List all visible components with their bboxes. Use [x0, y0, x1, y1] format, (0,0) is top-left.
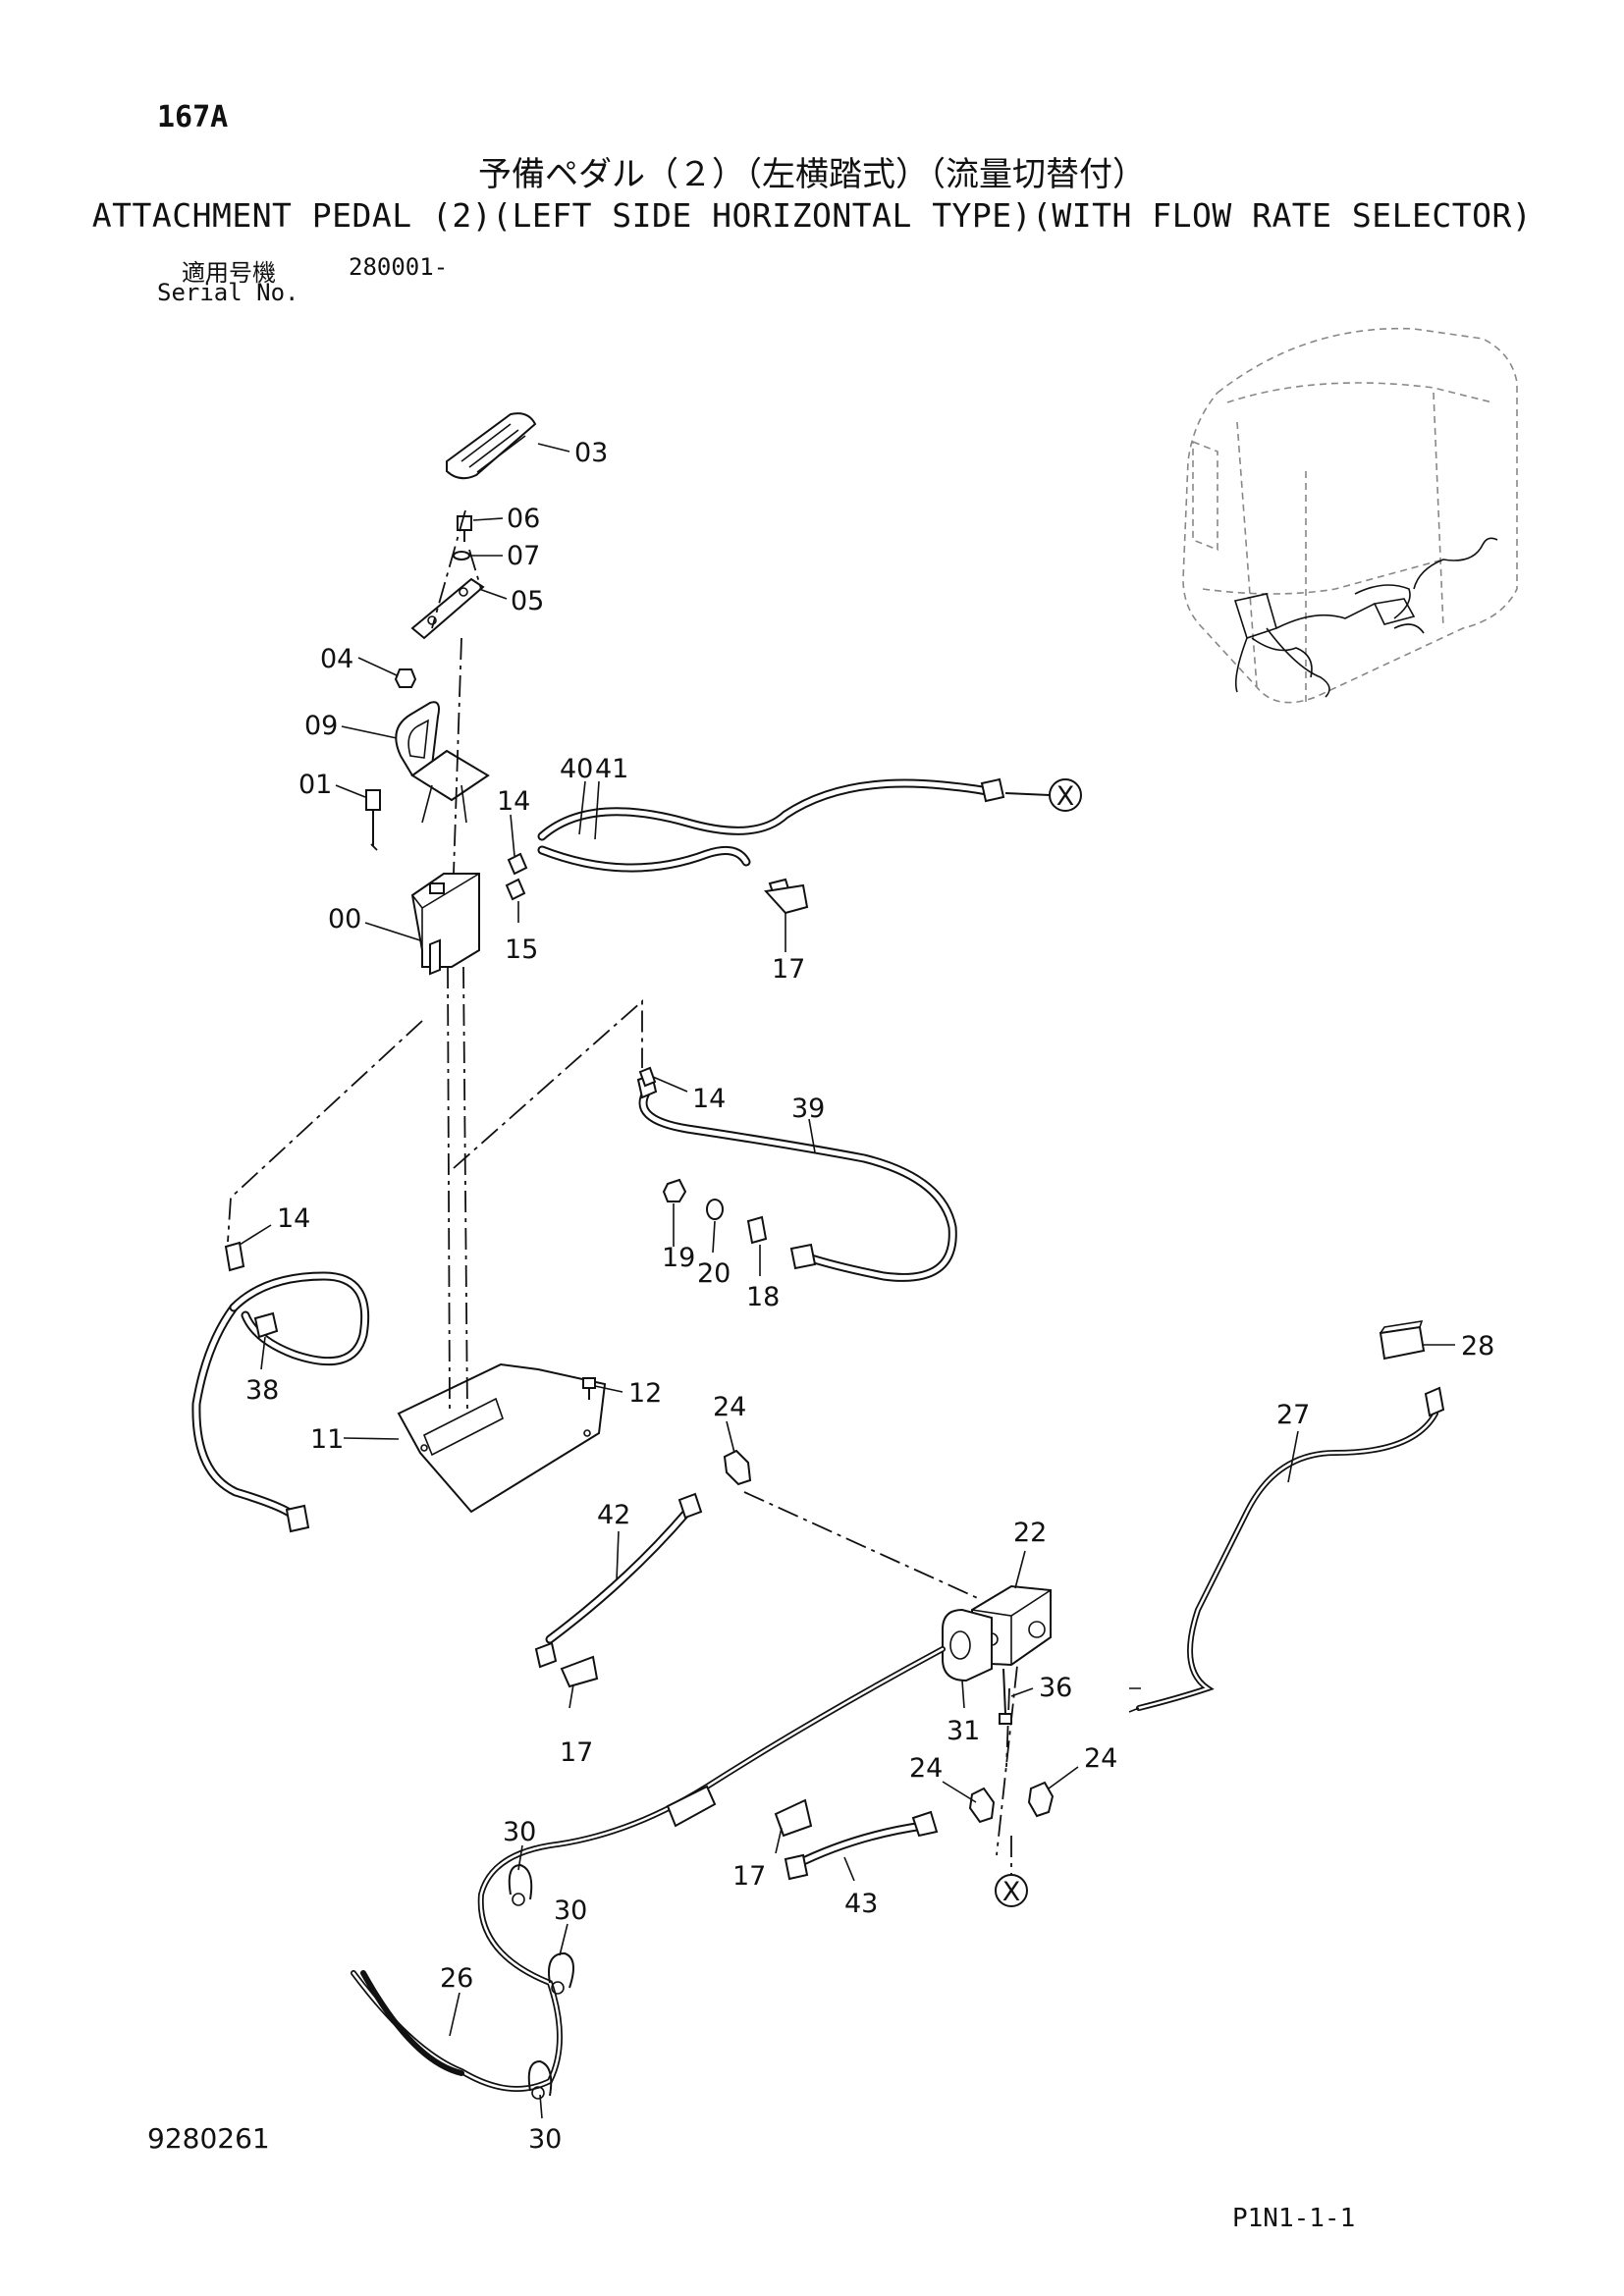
callout-17-left: 17	[560, 1737, 593, 1768]
union-17-top	[764, 883, 809, 915]
callout-39: 39	[791, 1094, 825, 1124]
callout-15: 15	[505, 934, 538, 965]
callout-36: 36	[1039, 1673, 1072, 1703]
callout-05: 05	[511, 586, 544, 616]
svg-text:X: X	[1002, 1877, 1021, 1907]
union-17-left	[560, 1655, 599, 1688]
page-reference: P1N1-1-1	[1232, 2204, 1356, 2233]
assembly-lines	[227, 509, 1022, 1875]
harness-27	[1128, 1386, 1445, 1713]
fitting-18	[746, 1215, 768, 1245]
nut-04	[394, 668, 417, 688]
connection-marker-x-bottom: X	[995, 1874, 1028, 1907]
bolt-12	[582, 1377, 596, 1400]
hose-43	[784, 1810, 939, 1881]
callout-09: 09	[304, 711, 338, 741]
connection-marker-x-top: X	[1004, 778, 1082, 812]
svg-text:X: X	[1056, 781, 1075, 812]
bracket-09	[395, 701, 490, 824]
drawing-number: 9280261	[147, 2122, 270, 2155]
elbow-24-top	[723, 1449, 752, 1486]
callout-30-b: 30	[554, 1896, 587, 1926]
callout-28: 28	[1461, 1331, 1494, 1362]
washer-07	[453, 551, 470, 561]
bolt-01	[365, 789, 381, 846]
serial-label-english: Serial No.	[157, 279, 299, 306]
clamp-30-b	[548, 1951, 574, 1995]
callout-06: 06	[507, 504, 540, 534]
harness-26	[351, 1646, 946, 2092]
callout-41: 41	[595, 754, 628, 784]
callout-24-right: 24	[1084, 1743, 1117, 1774]
callout-31: 31	[947, 1716, 980, 1746]
cabin-location-inset	[1182, 327, 1518, 707]
callout-14-left: 14	[277, 1203, 310, 1234]
callout-38: 38	[245, 1375, 279, 1406]
callout-14-top: 14	[497, 786, 530, 817]
callout-24-top: 24	[713, 1392, 746, 1422]
callout-00: 00	[328, 904, 361, 934]
leader-lines	[239, 443, 1455, 2119]
clamp-30-a	[508, 1863, 533, 1906]
callout-11: 11	[310, 1424, 344, 1455]
elbow-24-left	[968, 1787, 996, 1824]
callout-22: 22	[1013, 1518, 1047, 1548]
callout-07: 07	[507, 541, 540, 571]
serial-label-japanese: 適用号機	[182, 259, 276, 287]
pedal-pad-03	[446, 412, 537, 480]
fitting-14	[507, 852, 528, 876]
title-japanese: 予備ペダル（２）（左横踏式）（流量切替付）	[478, 155, 1146, 194]
fitting-15	[505, 878, 526, 901]
hose-38	[191, 1271, 370, 1533]
serial-number: 280001-	[349, 253, 449, 281]
callout-01: 01	[298, 770, 332, 800]
callout-18: 18	[746, 1282, 780, 1312]
callout-42: 42	[597, 1500, 630, 1530]
callout-12: 12	[628, 1378, 662, 1409]
callout-30-c: 30	[528, 2124, 562, 2155]
callout-27: 27	[1276, 1400, 1310, 1430]
elbow-24-right	[1027, 1781, 1055, 1818]
pilot-valve-00	[410, 873, 480, 976]
callout-04: 04	[320, 644, 353, 674]
callout-17-bottom: 17	[732, 1861, 766, 1892]
callout-20: 20	[697, 1258, 731, 1289]
callout-24-left: 24	[909, 1753, 943, 1784]
nut-19	[662, 1178, 687, 1202]
fitting-14-left	[224, 1241, 245, 1272]
bracket-05	[410, 577, 485, 640]
floor-plate-11	[397, 1362, 607, 1514]
bolt-36	[999, 1668, 1012, 1725]
fitting-14-mid	[638, 1066, 657, 1088]
clamp-30-c	[527, 2059, 553, 2100]
callout-43: 43	[844, 1889, 878, 1919]
callout-labels: 03 06 07 05 04 09 01 14 40 41 00 15 17 1…	[245, 438, 1494, 2155]
solenoid-31	[942, 1608, 993, 1682]
callout-14-mid: 14	[692, 1084, 726, 1114]
callout-26: 26	[440, 1963, 473, 1994]
page-code: 167A	[157, 100, 229, 134]
callout-40: 40	[560, 754, 593, 784]
switch-28	[1379, 1320, 1426, 1361]
callout-19: 19	[662, 1243, 695, 1273]
washer-20	[706, 1199, 724, 1220]
hose-42	[534, 1492, 703, 1669]
callout-03: 03	[574, 438, 608, 468]
callout-30-a: 30	[503, 1817, 536, 1847]
title-english: ATTACHMENT PEDAL (2)(LEFT SIDE HORIZONTA…	[91, 196, 1533, 235]
callout-17-top: 17	[772, 954, 805, 985]
